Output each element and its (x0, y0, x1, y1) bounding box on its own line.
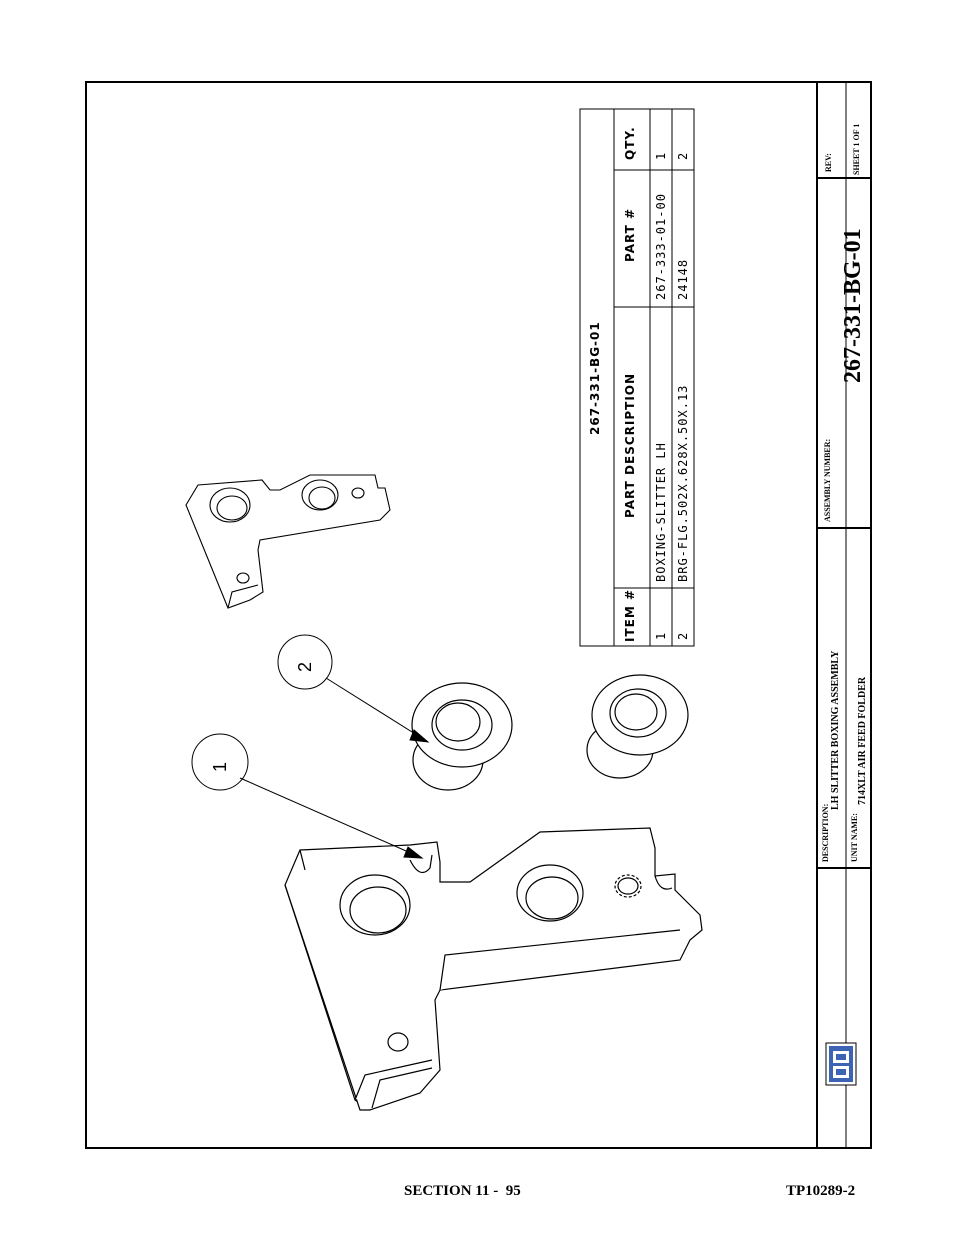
balloon-1-label: 1 (210, 761, 230, 772)
bom-header-description: PART DESCRIPTION (623, 372, 637, 518)
rev-label: REV: (824, 153, 833, 172)
assembly-number: 267-331-BG-01 (840, 228, 866, 383)
drawing-frame (85, 81, 872, 1149)
bom-title: 267-331-BG-01 (588, 321, 602, 435)
part-2-bearing-lower (586, 674, 689, 779)
part-1-small-view (185, 474, 391, 609)
bom-table (579, 108, 695, 647)
assembly-number-label: ASSEMBLY NUMBER: (823, 438, 832, 522)
part-2-bearing-upper (411, 682, 513, 791)
bom-header-part: PART # (623, 207, 637, 262)
sheet-number: SHEET 1 OF 1 (852, 123, 861, 175)
bom-header-item: ITEM # (623, 588, 637, 642)
unit-name-value: 714XLT AIR FEED FOLDER (857, 676, 868, 805)
balloon-2 (277, 634, 430, 743)
unit-name-label: UNIT NAME: (850, 813, 859, 862)
bom-row-1-description: BOXING-SLITTER LH (654, 442, 668, 582)
bom-row-2-part: 24148 (676, 258, 690, 300)
bom-row-2-description: BRG-FLG.502X.628X.50X.13 (676, 384, 690, 582)
balloon-2-label: 2 (295, 661, 315, 672)
balloon-1 (191, 733, 424, 859)
bom-row-1-part: 267-333-01-00 (654, 193, 668, 300)
bom-row-2-item: 2 (676, 631, 690, 640)
title-block (816, 83, 871, 1147)
bom-row-1-qty: 1 (654, 151, 668, 160)
bom-header-qty: QTY. (623, 126, 637, 160)
bom-row-1-item: 1 (654, 631, 668, 640)
document-number: TP10289-2 (786, 1183, 856, 1199)
company-logo (825, 1042, 857, 1086)
description-value: LH SLITTER BOXING ASSEMBLY (830, 650, 841, 810)
section-number: SECTION 11 - 95 (404, 1183, 521, 1199)
description-label: DESCRIPTION: (821, 803, 830, 862)
part-1-boxing-slitter (284, 827, 703, 1111)
bom-row-2-qty: 2 (676, 151, 690, 160)
